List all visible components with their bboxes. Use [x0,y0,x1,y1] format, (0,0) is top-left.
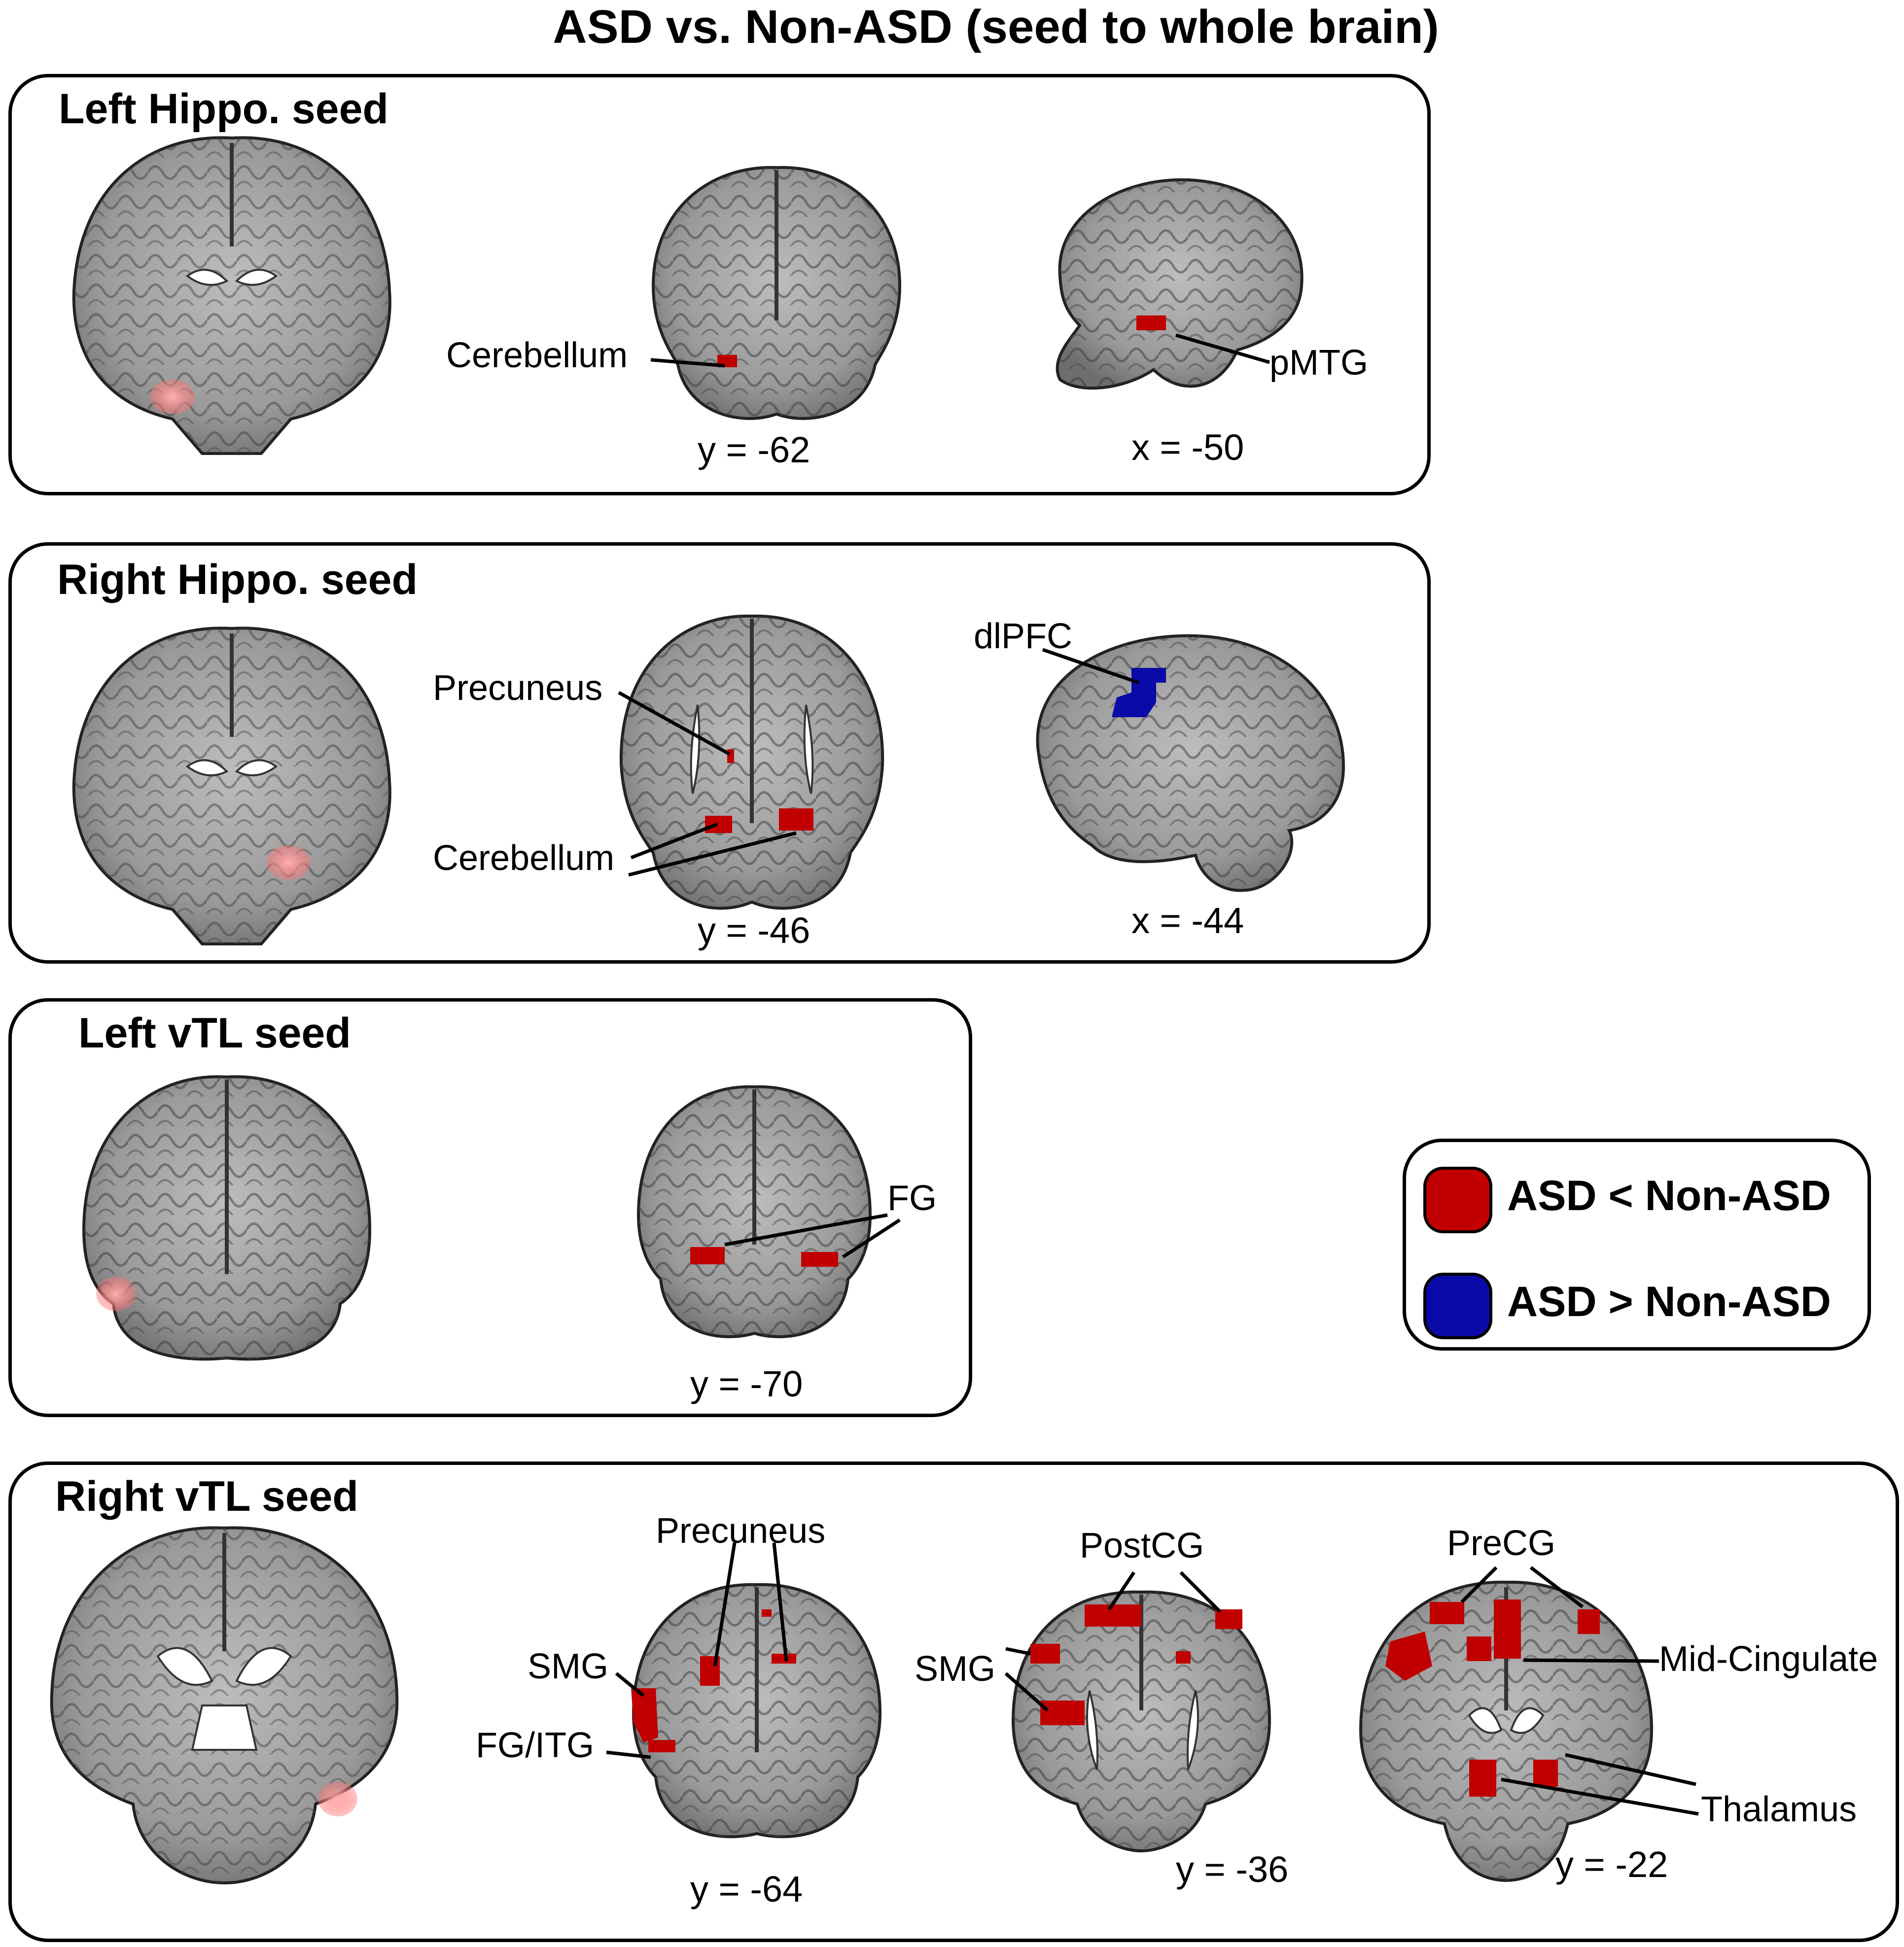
label-mid-cingulate: Mid-Cingulate [1659,1639,1878,1679]
slice-coronal-y-62 [651,166,902,420]
legend-label: ASD > Non-ASD [1507,1278,1831,1325]
label-fg: FG [887,1179,937,1218]
coord-label: x = -44 [1131,900,1244,941]
label-precg: PreCG [1447,1524,1556,1563]
coord-label: y = -70 [690,1363,803,1404]
slice-sagittal-x-44 [1036,634,1345,892]
label-cerebellum: Cerebellum [433,838,615,878]
slice-coronal-y-22 [1359,1580,1654,1882]
figure-title: ASD vs. Non-ASD (seed to whole brain) [553,0,1439,53]
seed-slice-coronal [72,626,391,945]
panel-title: Left Hippo. seed [59,85,388,133]
legend: ASD < Non-ASD ASD > Non-ASD [1403,1139,1871,1351]
label-dlpfc: dlPFC [974,617,1073,656]
coord-label: y = -36 [1176,1849,1289,1890]
legend-label: ASD < Non-ASD [1507,1172,1831,1219]
label-smg: SMG [915,1649,996,1689]
panel-title: Right vTL seed [55,1473,358,1520]
coord-label: y = -62 [698,429,811,470]
coord-label: x = -50 [1131,427,1244,468]
slice-coronal-y-64 [631,1583,882,1839]
label-fg-itg: FG/ITG [476,1726,594,1765]
label-smg: SMG [528,1647,609,1686]
label-precuneus: Precuneus [433,668,603,708]
coord-label: y = -46 [698,910,811,951]
panel-title: Right Hippo. seed [57,556,418,603]
legend-swatch-decrease [1423,1167,1492,1233]
legend-swatch-increase [1423,1273,1492,1339]
panel-title: Left vTL seed [78,1009,351,1057]
coord-label: y = -64 [690,1869,803,1910]
label-thalamus: Thalamus [1701,1790,1857,1829]
label-postcg: PostCG [1080,1526,1204,1565]
slice-coronal-y-70 [636,1085,872,1338]
slice-coronal-y-46 [619,614,884,910]
label-pmtg: pMTG [1269,343,1369,382]
label-precuneus: Precuneus [656,1511,826,1551]
coord-label: y = -22 [1555,1844,1668,1885]
slice-coronal-y-36 [1011,1590,1271,1853]
seed-slice-coronal [72,136,391,455]
seed-slice-coronal [82,1075,372,1361]
label-cerebellum: Cerebellum [446,336,628,375]
seed-slice-coronal [50,1526,399,1885]
